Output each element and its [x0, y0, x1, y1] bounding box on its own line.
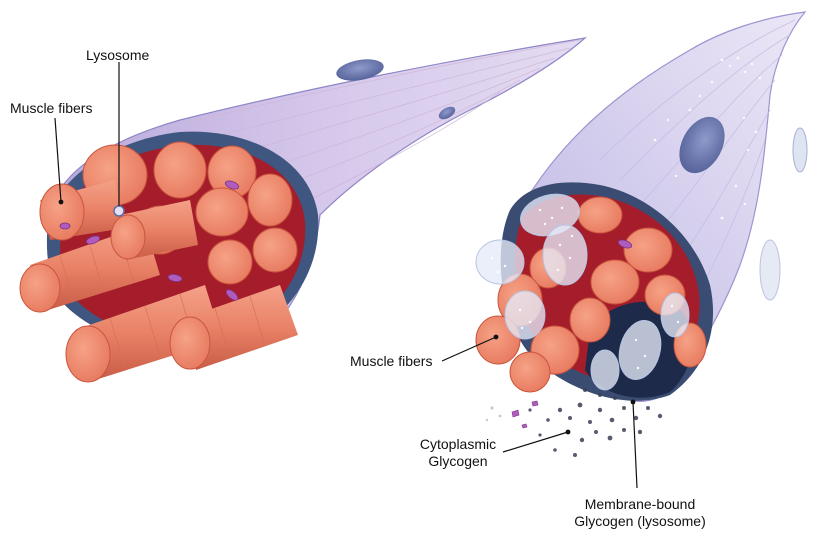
- label-membrane-line2: Glycogen (lysosome): [565, 513, 715, 530]
- label-muscle-fibers-right: Muscle fibers: [350, 353, 432, 370]
- label-cytoplasmic-line2: Glycogen: [408, 453, 508, 470]
- leader-cytoplasmic-glycogen: [503, 432, 568, 452]
- right-nucleus-small-icon: [793, 128, 807, 172]
- label-lysosome: Lysosome: [86, 47, 149, 64]
- label-membrane-line1: Membrane-bound: [565, 496, 715, 513]
- label-cytoplasmic-line1: Cytoplasmic: [408, 436, 508, 453]
- label-membrane-glycogen: Membrane-bound Glycogen (lysosome): [565, 496, 715, 530]
- leader-membrane-glycogen: [633, 402, 637, 488]
- label-cytoplasmic-glycogen: Cytoplasmic Glycogen: [408, 436, 508, 470]
- label-muscle-fibers-left: Muscle fibers: [10, 100, 92, 117]
- lysosome-marker-icon: [114, 206, 124, 216]
